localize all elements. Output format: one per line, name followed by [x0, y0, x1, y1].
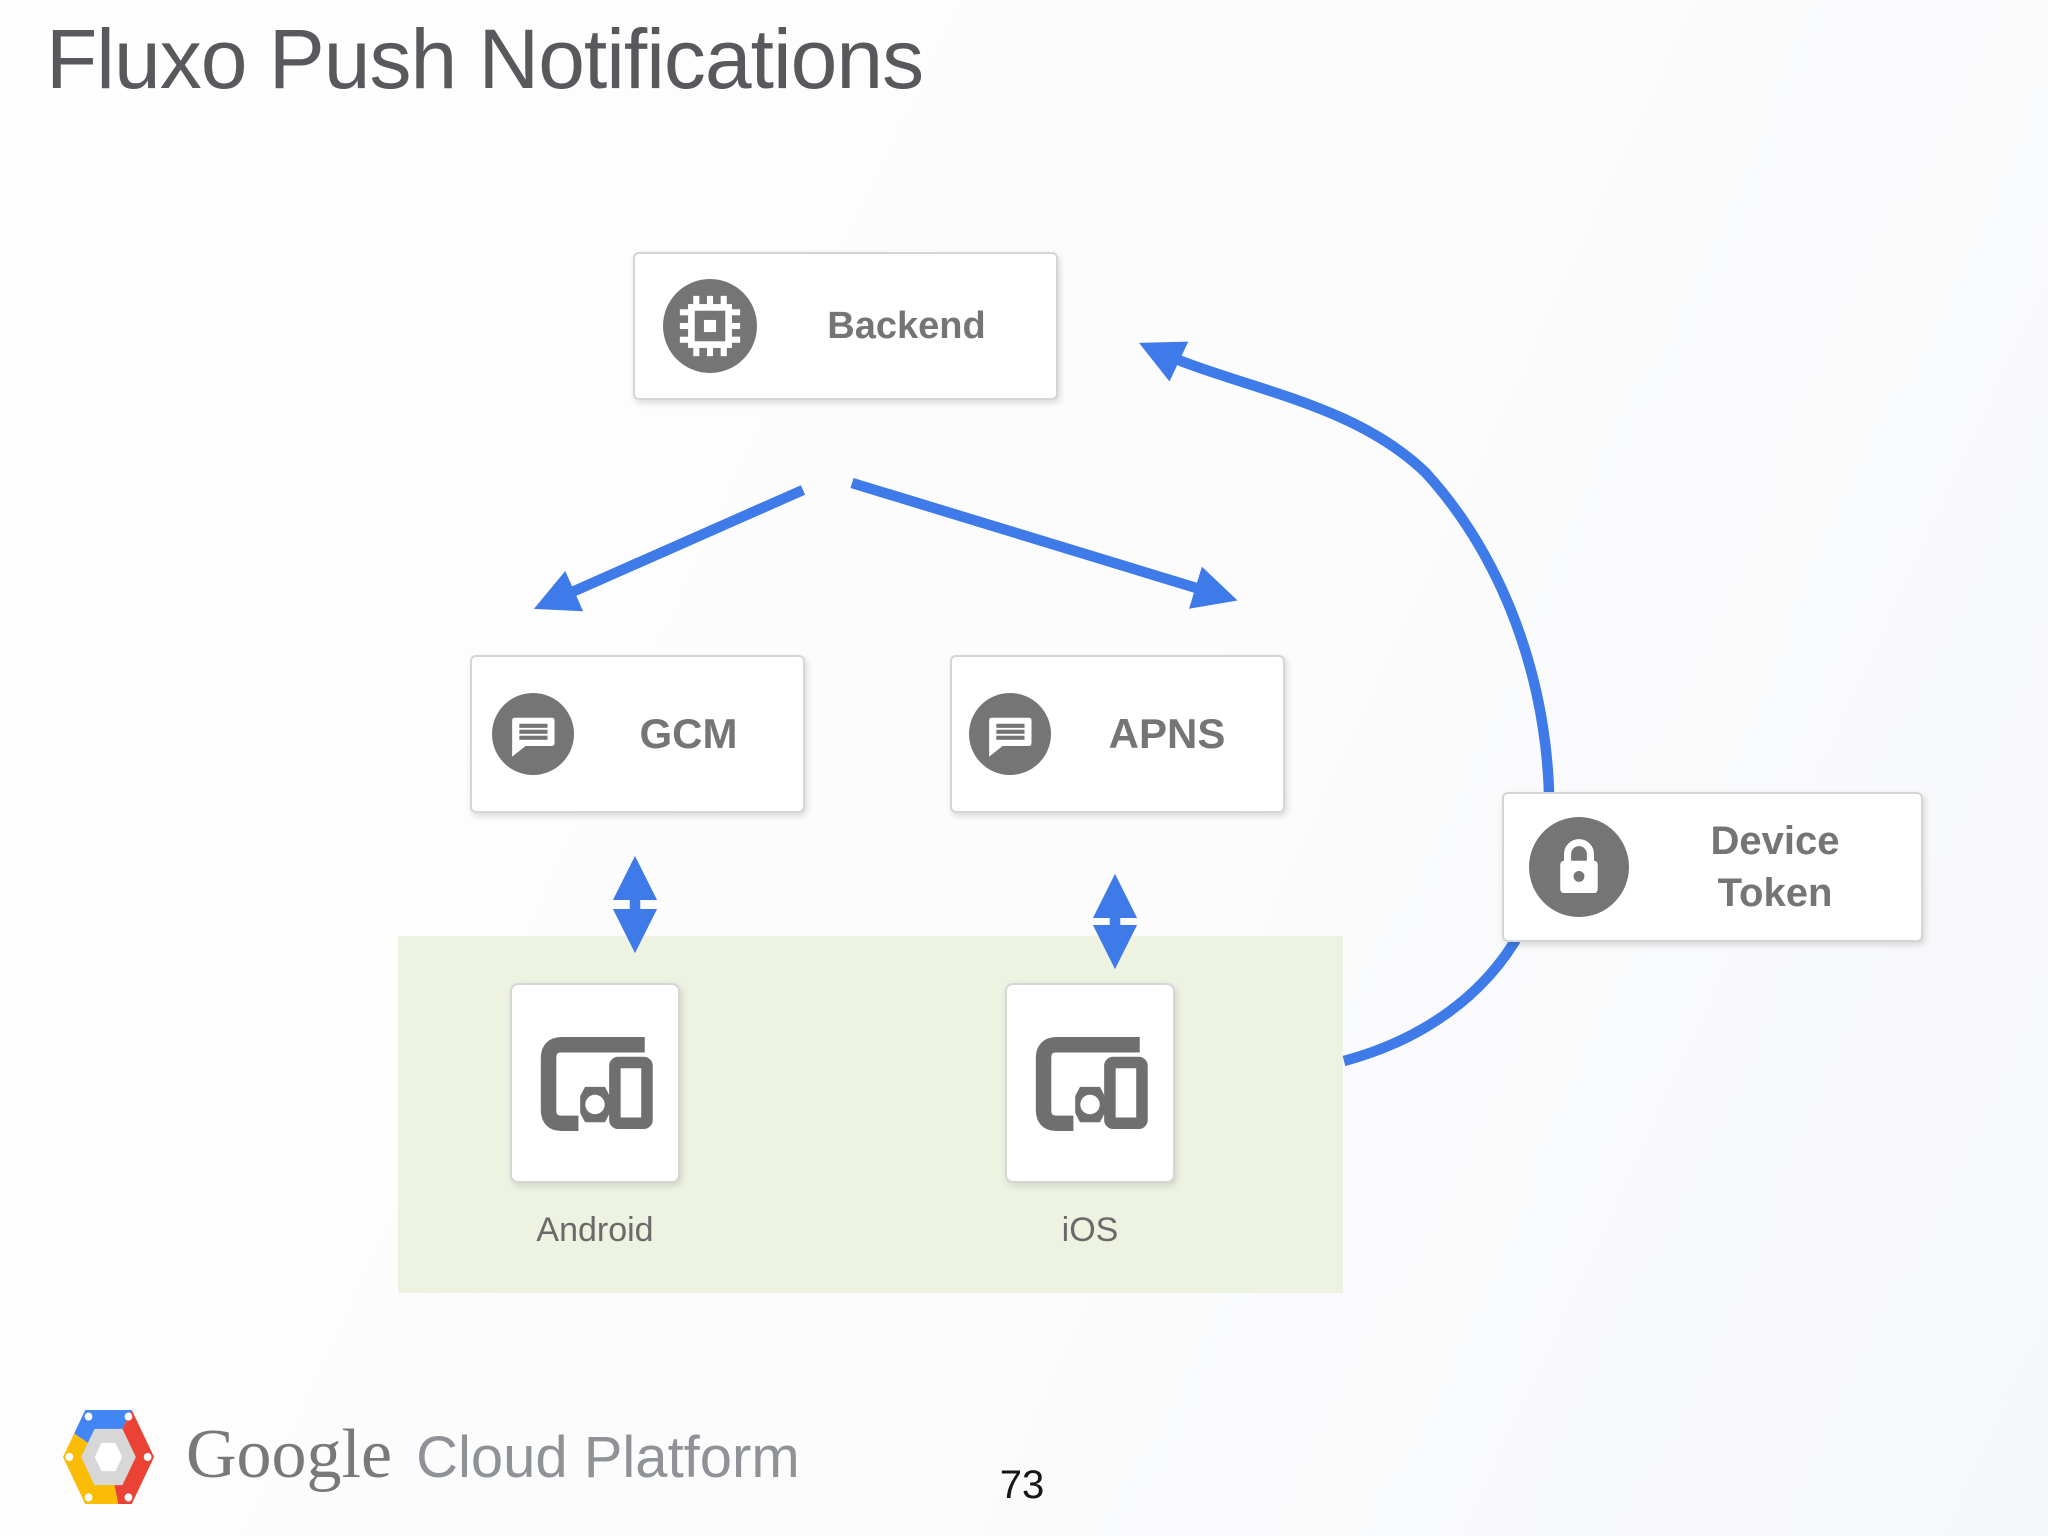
arrow-devices-to-backend-via-token	[1139, 341, 1555, 1067]
devices-icon	[540, 1036, 653, 1131]
node-gcm: GCM	[470, 655, 805, 813]
devices-icon	[1035, 1036, 1148, 1131]
gcp-hexagon-logo-icon	[62, 1410, 155, 1504]
ios-label: iOS	[1061, 1211, 1119, 1249]
lock-icon	[1529, 817, 1629, 917]
arrow-backend-to-apns	[850, 477, 1238, 609]
device-token-text: Device Token	[1710, 819, 1840, 915]
chat-icon	[492, 693, 574, 775]
node-apns: APNS	[950, 655, 1285, 813]
arrow-backend-to-gcm	[533, 485, 806, 612]
footer-logo-google: Google	[186, 1416, 393, 1493]
node-device-token-label: Device Token	[1629, 815, 1921, 919]
chat-icon	[969, 693, 1051, 775]
footer-logo-cloud-platform: Cloud Platform	[416, 1425, 800, 1490]
android-label: Android	[536, 1211, 654, 1249]
node-backend: Backend	[633, 252, 1058, 400]
chip-icon	[663, 279, 757, 373]
node-gcm-label: GCM	[639, 710, 738, 757]
android-device-card	[510, 983, 680, 1183]
page-title: Fluxo Push Notifications	[46, 12, 924, 106]
node-device-token: Device Token	[1502, 792, 1923, 942]
ios-device-card	[1005, 983, 1175, 1183]
page-number: 73	[999, 1463, 1045, 1507]
node-backend-label: Backend	[827, 304, 986, 347]
node-apns-label: APNS	[1108, 710, 1226, 757]
